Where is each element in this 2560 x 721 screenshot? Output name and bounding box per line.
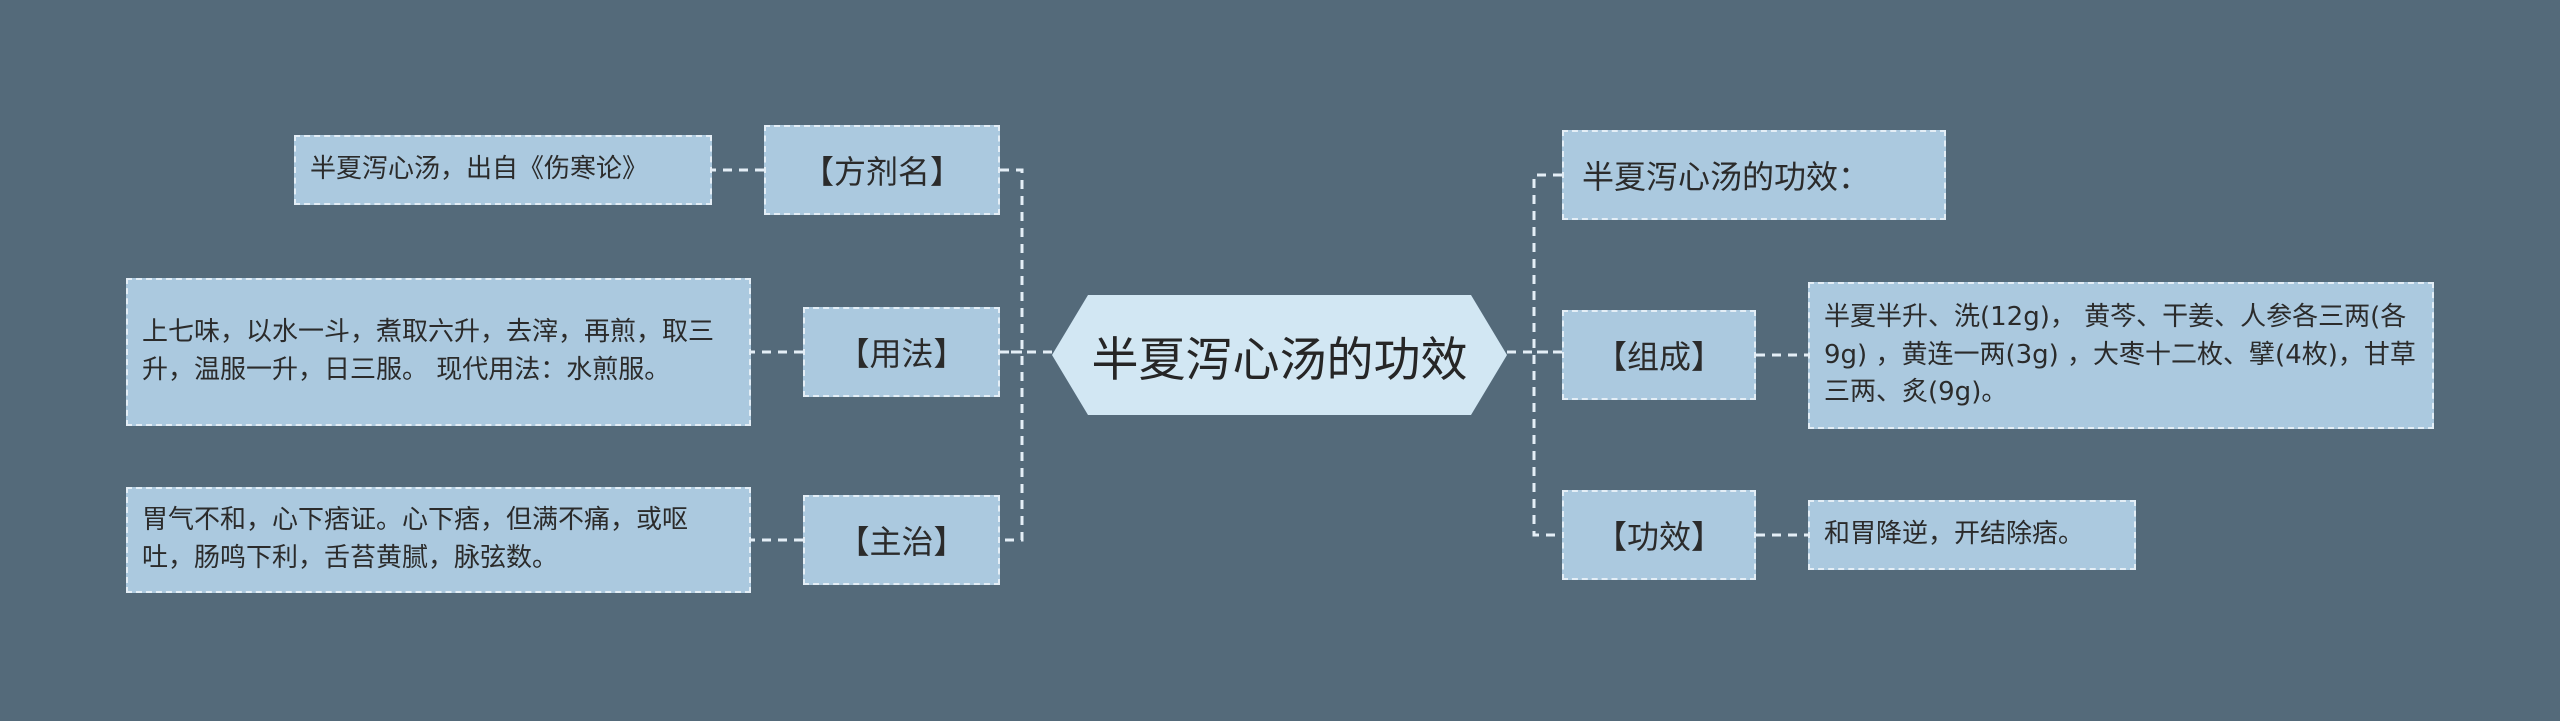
leaf-yongfa: 上七味，以水一斗，煮取六升，去滓，再煎，取三升，温服一升，日三服。 现代用法：水… — [126, 278, 751, 426]
central-topic-label: 半夏泻心汤的功效 — [1091, 332, 1468, 388]
leaf-fangjiming: 半夏泻心汤，出自《伤寒论》 — [294, 135, 712, 205]
branch-gongxiao: 【功效】 — [1562, 490, 1756, 580]
leaf-zucheng: 半夏半升、洗(12g)， 黄芩、干姜、人参各三两(各9g) ，黄连一两(3g) … — [1808, 282, 2434, 429]
leaf-gongxiao-text: 和胃降逆，开结除痞。 — [1824, 519, 2085, 550]
leaf-zucheng-text: 半夏半升、洗(12g)， 黄芩、干姜、人参各三两(各9g) ，黄连一两(3g) … — [1824, 301, 2416, 408]
branch-zhuzhi-label: 【主治】 — [837, 523, 966, 561]
branch-zhuzhi: 【主治】 — [803, 495, 1000, 585]
branch-zucheng: 【组成】 — [1562, 310, 1756, 400]
branch-fangjiming-label: 【方剂名】 — [801, 153, 962, 191]
branch-fangjiming: 【方剂名】 — [764, 125, 1000, 215]
branch-gongxiao-title: 半夏泻心汤的功效： — [1562, 130, 1946, 220]
connector-left-trunk — [1000, 168, 1024, 542]
connector-right-trunk — [1532, 173, 1562, 537]
leaf-zhuzhi: 胃气不和，心下痞证。心下痞，但满不痛，或呕吐，肠鸣下利，舌苔黄腻，脉弦数。 — [126, 487, 751, 593]
branch-zucheng-label: 【组成】 — [1594, 338, 1723, 376]
leaf-gongxiao: 和胃降逆，开结除痞。 — [1808, 500, 2136, 570]
branch-gongxiao-title-label: 半夏泻心汤的功效： — [1582, 158, 1871, 196]
leaf-zhuzhi-text: 胃气不和，心下痞证。心下痞，但满不痛，或呕吐，肠鸣下利，舌苔黄腻，脉弦数。 — [142, 505, 689, 573]
branch-yongfa: 【用法】 — [803, 307, 1000, 397]
leaf-yongfa-text: 上七味，以水一斗，煮取六升，去滓，再煎，取三升，温服一升，日三服。 现代用法：水… — [142, 317, 715, 385]
leaf-fangjiming-text: 半夏泻心汤，出自《伤寒论》 — [310, 154, 649, 185]
branch-gongxiao-label: 【功效】 — [1594, 518, 1723, 556]
branch-yongfa-label: 【用法】 — [837, 335, 966, 373]
central-topic: 半夏泻心汤的功效 — [1052, 295, 1507, 415]
